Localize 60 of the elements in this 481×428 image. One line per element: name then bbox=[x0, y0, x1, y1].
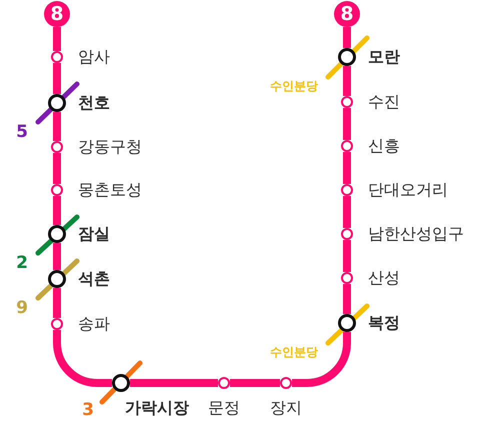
station-name: 신흥 bbox=[368, 136, 400, 156]
route-line bbox=[53, 243, 61, 270]
route-line bbox=[343, 152, 351, 184]
station-name: 잠실 bbox=[78, 224, 110, 244]
station-marker bbox=[51, 141, 63, 153]
route-line bbox=[53, 27, 61, 51]
route-line bbox=[53, 112, 61, 141]
station-name: 산성 bbox=[368, 268, 400, 288]
station-marker bbox=[51, 184, 63, 196]
line-name: 수인분당 bbox=[270, 346, 318, 360]
route-line bbox=[230, 379, 280, 387]
station-name: 단대오거리 bbox=[368, 180, 448, 200]
line-number: 9 bbox=[16, 299, 28, 319]
line-number: 5 bbox=[16, 123, 28, 143]
station-name: 문정 bbox=[208, 398, 240, 418]
station-name: 모란 bbox=[368, 47, 400, 67]
route-line bbox=[343, 108, 351, 140]
station-name: 장지 bbox=[270, 398, 302, 418]
station-name: 석촌 bbox=[78, 269, 110, 289]
line-badge: 8 bbox=[334, 1, 360, 27]
station-name: 송파 bbox=[78, 314, 110, 334]
station-marker bbox=[341, 272, 353, 284]
route-line bbox=[343, 240, 351, 272]
route-line bbox=[130, 379, 218, 387]
transfer-station-marker bbox=[112, 374, 130, 392]
line-number: 2 bbox=[16, 254, 28, 274]
station-marker bbox=[51, 51, 63, 63]
station-name: 천호 bbox=[78, 93, 110, 113]
route-line bbox=[343, 196, 351, 228]
route-line bbox=[343, 66, 351, 96]
station-marker bbox=[51, 318, 63, 330]
station-name: 남한산성입구 bbox=[368, 224, 464, 244]
route-line bbox=[53, 153, 61, 184]
route-line bbox=[292, 332, 351, 387]
station-marker bbox=[341, 96, 353, 108]
route-line bbox=[343, 27, 351, 48]
route-line bbox=[53, 330, 112, 387]
transfer-station-marker bbox=[48, 270, 66, 288]
station-name: 암사 bbox=[78, 47, 110, 67]
transfer-station-marker bbox=[338, 314, 356, 332]
route-line bbox=[343, 284, 351, 314]
transfer-station-marker bbox=[48, 225, 66, 243]
route-line bbox=[53, 196, 61, 225]
station-marker bbox=[341, 184, 353, 196]
transfer-station-marker bbox=[48, 94, 66, 112]
station-marker bbox=[341, 140, 353, 152]
station-marker bbox=[341, 228, 353, 240]
station-marker bbox=[280, 377, 292, 389]
station-name: 복정 bbox=[368, 313, 400, 333]
station-name: 가락시장 bbox=[125, 398, 189, 418]
route-line bbox=[53, 288, 61, 318]
line-badge: 8 bbox=[44, 1, 70, 27]
route-line bbox=[53, 63, 61, 94]
transfer-station-marker bbox=[338, 48, 356, 66]
station-name: 강동구청 bbox=[78, 137, 142, 157]
station-name: 수진 bbox=[368, 92, 400, 112]
station-name: 몽촌토성 bbox=[78, 180, 142, 200]
station-marker bbox=[218, 377, 230, 389]
line-number: 3 bbox=[82, 401, 94, 421]
line-name: 수인분당 bbox=[270, 80, 318, 94]
